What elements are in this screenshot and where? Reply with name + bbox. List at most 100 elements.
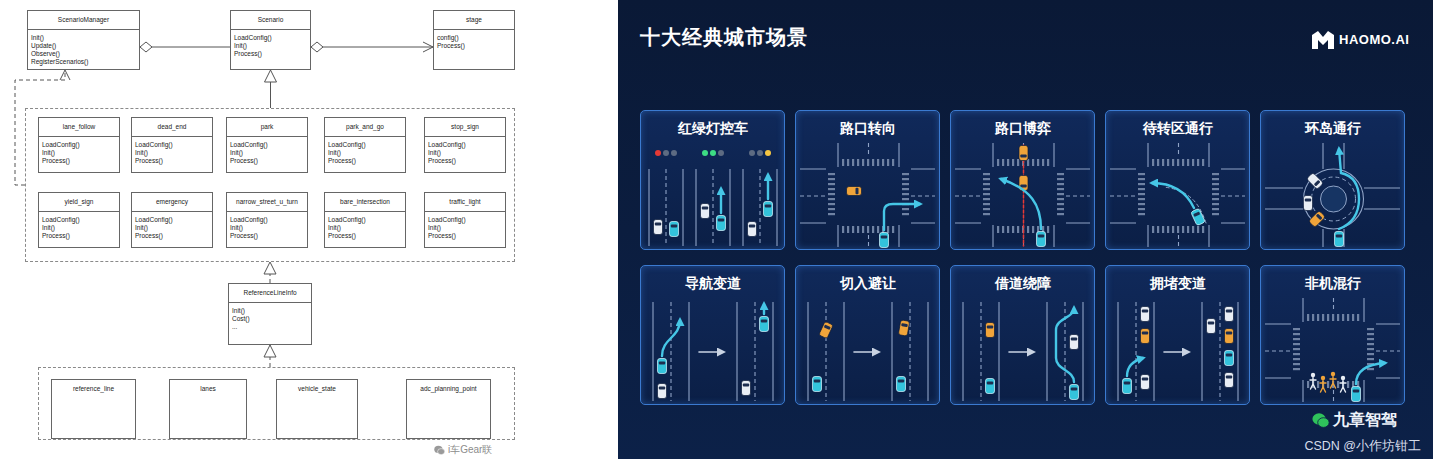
method-name: Process() [135,157,209,165]
car-icon [748,222,757,237]
car-body [1123,379,1132,394]
lane-line [1376,323,1400,324]
method-name: Init() [328,149,402,157]
lane-line [1322,229,1323,247]
transition-arrow [854,351,878,353]
class-header: dead_end [132,118,212,137]
class-header: Scenario [231,11,310,30]
method-name: Observe() [31,50,136,58]
transition-arrow [1164,351,1188,353]
class-name: emergency [156,198,188,206]
crosswalk-stripe [902,208,909,210]
crosswalk-stripe [1007,226,1009,233]
connector-group [15,47,433,367]
crosswalk-stripe [1317,314,1319,321]
crosswalk-stripe [902,213,909,215]
method-name: Init() [31,34,136,42]
car-body [1335,232,1344,247]
lane-line [837,143,838,167]
route-arrow [1001,179,1041,229]
class-name: yield_sign [65,198,94,206]
crosswalk-stripe [842,159,844,166]
class-name: lane_follow [63,123,96,131]
crosswalk-stripe [1138,178,1145,180]
crosswalk-stripe [1047,159,1049,166]
class-header: vehicle_state [277,380,357,398]
car-body [819,321,833,338]
lane-line [1302,298,1303,322]
crosswalk-stripe [1037,159,1039,166]
lane-line [1066,222,1090,223]
pedestrian-head [1321,376,1325,380]
card-title: 路口转向 [796,119,939,137]
class-header: stop_sign [425,118,505,137]
car-body [986,379,995,394]
crosswalk-stripe [828,198,835,200]
scenario-card: 非机混行 [1260,265,1405,405]
car-icon [654,220,663,235]
car-window [1142,378,1148,381]
crosswalk-stripe [1057,188,1064,190]
car-body [898,320,909,336]
crosswalk-stripe [828,213,835,215]
signal-lamp [710,150,716,156]
lane-line [729,169,730,246]
lane-line [1110,222,1136,223]
crosswalk-stripe [1197,159,1199,166]
class-header: ReferenceLineInfo [229,284,311,303]
lane-line [1343,143,1344,169]
method-list: Init()Cost()... [229,303,311,331]
method-name: Init() [234,42,307,50]
car-body [1019,146,1028,161]
route-arrow [1056,308,1074,382]
method-name: LoadConfig() [42,141,116,149]
crosswalk-stripe [1307,381,1309,388]
crosswalk-stripe [997,159,999,166]
lane-line [962,302,963,401]
lane-line [1333,298,1334,312]
roundabout-ring [1304,169,1364,229]
route-arrow [1339,149,1359,229]
lane-line [891,302,892,401]
car-window [1353,390,1359,393]
crosswalk-stripe [1027,226,1029,233]
car-icon [847,187,862,196]
lane-line [800,168,826,169]
route-arrow [884,204,920,230]
card-title: 导航变道 [641,274,784,292]
lane-line [911,195,935,196]
class-header: emergency [132,193,212,212]
crosswalk-stripe [1327,381,1329,388]
class-header: park [227,118,307,137]
lane-line [1265,187,1303,188]
scenario-card: 借道绕障 [950,265,1095,405]
car-icon [1070,385,1079,400]
scenario-card: 切入避让 [795,265,940,405]
method-name: Init() [428,224,502,232]
method-name: LoadConfig() [428,141,502,149]
crosswalk-stripe [882,159,884,166]
car-body [760,317,769,332]
method-list: LoadConfig()Init()Process() [227,212,307,240]
car-body [1141,375,1150,390]
car-icon [1307,173,1324,190]
lane-line [759,169,760,246]
crosswalk-stripe [887,159,889,166]
method-name: Process() [42,232,116,240]
method-list: LoadConfig()Init()Process() [132,137,212,165]
lane-line [1333,390,1334,402]
aggregation-line [311,47,433,48]
lane-line [1201,302,1202,401]
car-body [1307,173,1324,190]
car-body [1225,307,1234,322]
method-list: LoadConfig()Init()Process() [425,212,505,240]
scenario-card: 环岛通行 [1260,110,1405,250]
class-header: ScenarioManager [28,11,139,30]
crosswalk-stripe [1293,368,1300,370]
crosswalk-stripe [1293,333,1300,335]
pedestrian-body [1310,378,1316,390]
crosswalk-stripe [1057,198,1064,200]
crosswalk-stripe [828,183,835,185]
roundabout-island [1321,186,1347,212]
crosswalk-stripe [1172,226,1174,233]
